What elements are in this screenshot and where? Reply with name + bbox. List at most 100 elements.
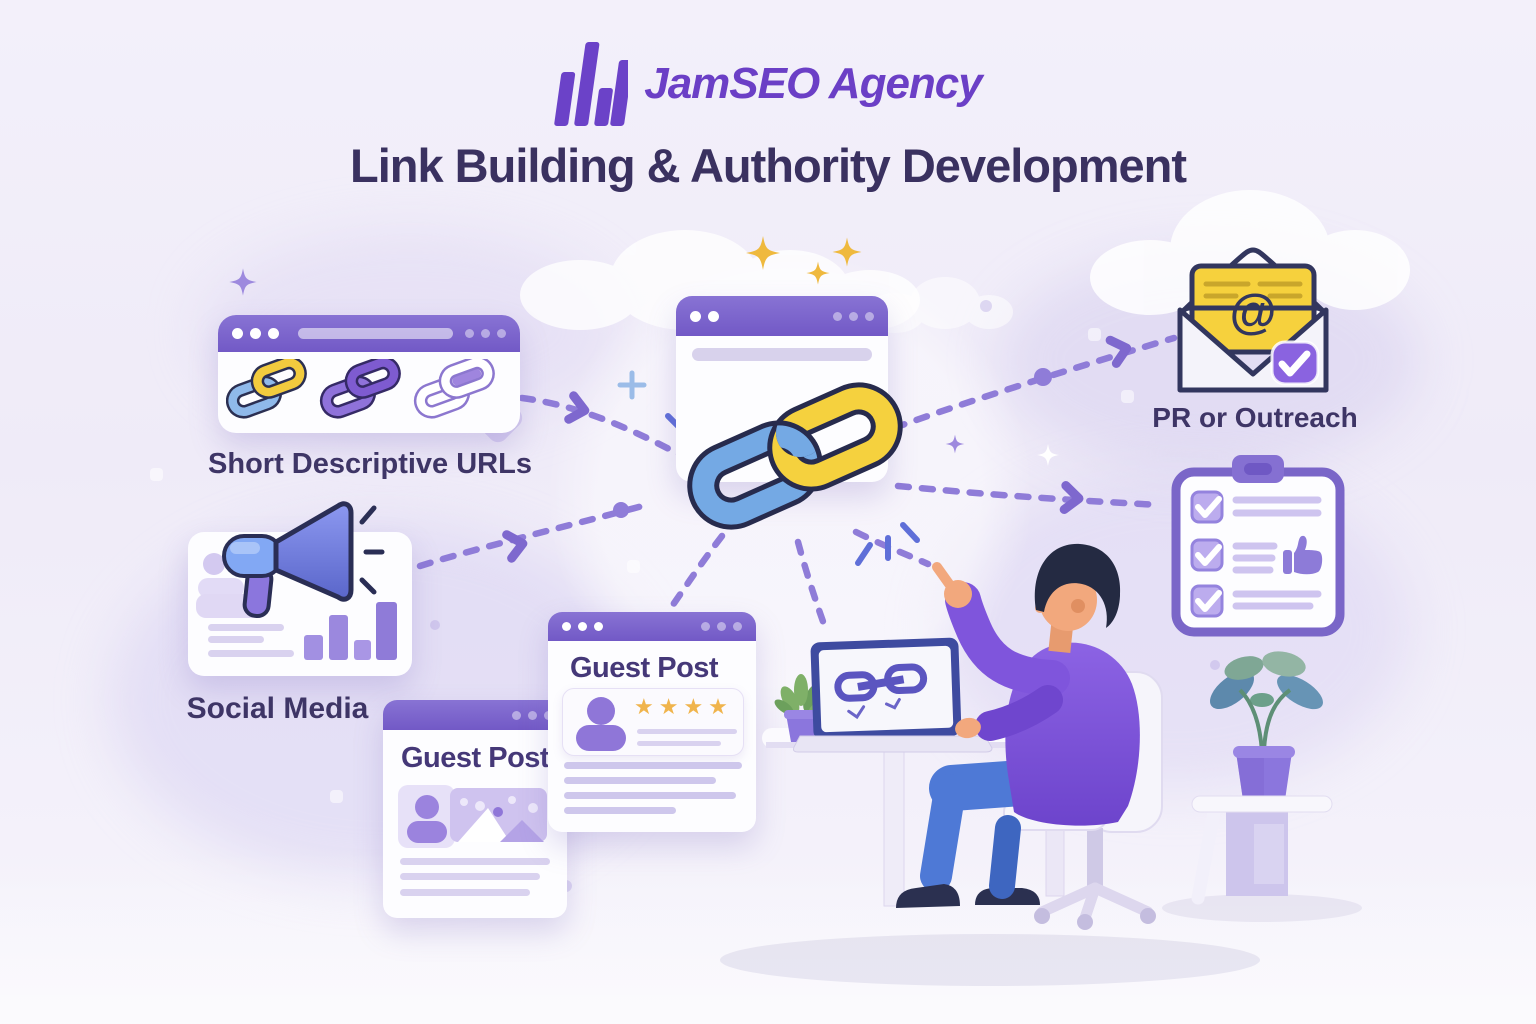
at-symbol: @ <box>1230 286 1277 339</box>
side-table-plant <box>1191 651 1333 905</box>
placeholder-line <box>208 624 284 631</box>
ear <box>1071 599 1085 613</box>
browser-titlebar <box>676 296 888 336</box>
short-urls-label: Short Descriptive URLs <box>208 448 532 480</box>
header-logo: JamSEO Agency <box>0 40 1536 128</box>
guest-post-title: Guest Post <box>570 652 719 684</box>
confetti-speck <box>150 468 163 481</box>
guest-post-card-left: Guest Post <box>383 700 567 918</box>
window-dot-icon <box>865 311 874 321</box>
pointing-finger <box>932 562 957 593</box>
placeholder-line <box>637 729 737 734</box>
social-media-label: Social Media <box>186 692 369 725</box>
window-dot-icon <box>528 710 537 720</box>
chain-link-icon <box>319 359 401 419</box>
check-badge-icon <box>1270 340 1320 386</box>
pr-outreach-label: PR or Outreach <box>1152 402 1358 433</box>
rating-stars: ★★★★ <box>634 694 733 719</box>
laptop-base <box>793 735 993 753</box>
connector-laptop <box>794 538 830 634</box>
arrow-chevron-icon <box>1059 481 1084 514</box>
arrow-chevron-icon <box>564 391 590 424</box>
floor-shadow <box>720 934 1260 986</box>
plant-leaves <box>1210 651 1323 710</box>
placeholder-line <box>564 807 676 814</box>
confetti-dot <box>430 620 440 630</box>
page-title: Link Building & Authority Development <box>350 139 1187 192</box>
social-media-card <box>188 501 412 676</box>
short-urls-card <box>218 315 520 433</box>
window-dot-icon <box>232 328 243 339</box>
placeholder-line <box>564 792 736 799</box>
browser-titlebar <box>548 612 756 641</box>
forearm <box>975 685 1063 741</box>
desk-plant-icon <box>774 674 828 742</box>
placeholder-line <box>208 636 264 643</box>
window-dot-icon <box>833 311 842 321</box>
browser-titlebar <box>218 315 520 352</box>
address-bar <box>298 328 453 339</box>
placeholder-line <box>564 762 742 769</box>
avatar-tile <box>398 785 455 848</box>
logo-text: JamSEO Agency <box>644 59 983 108</box>
hand <box>955 717 981 739</box>
connector-checklist <box>894 482 1164 509</box>
window-dot-icon <box>594 622 603 631</box>
connector-outreach <box>890 334 1178 432</box>
window-dot-icon <box>512 710 521 720</box>
bar-chart-icon <box>304 600 404 660</box>
placeholder-line <box>564 777 716 784</box>
confetti-dot <box>980 300 992 312</box>
confetti-speck <box>1121 390 1134 403</box>
confetti-speck <box>1088 328 1101 341</box>
guest-post-title: Guest Post <box>401 742 550 774</box>
person-at-desk <box>896 543 1140 908</box>
window-dot-icon <box>708 310 719 322</box>
chain-links-row-icon <box>226 359 495 419</box>
window-dot-icon <box>481 329 490 338</box>
window-dot-icon <box>497 329 506 338</box>
connector-hand <box>852 528 932 568</box>
window-dot-icon <box>562 622 571 631</box>
review-box <box>562 688 744 756</box>
avatar-icon <box>203 553 225 575</box>
chain-link-icon <box>413 359 495 419</box>
window-dot-icon <box>578 622 587 631</box>
window-dot-icon <box>717 622 726 631</box>
arrow-chevron-icon <box>502 530 528 563</box>
logo-bars-icon <box>554 42 629 126</box>
confetti-dot <box>1210 660 1220 670</box>
placeholder-line <box>637 741 721 746</box>
placeholder-line <box>400 858 550 865</box>
thumbs-up-icon <box>1283 535 1323 575</box>
connector-bead <box>613 502 629 518</box>
window-dot-icon <box>250 328 261 339</box>
window-dot-icon <box>849 311 858 321</box>
arrow-chevron-icon <box>1105 335 1132 368</box>
sparkle-star-icon <box>229 268 1060 467</box>
window-dot-icon <box>690 310 701 322</box>
window-dot-icon <box>733 622 742 631</box>
avatar-body <box>198 578 244 598</box>
shoe <box>896 884 960 908</box>
floor-shadow <box>1162 894 1362 922</box>
connector-bead <box>1034 368 1052 386</box>
window-dot-icon <box>268 328 279 339</box>
checklist-rows <box>1190 490 1322 618</box>
megaphone-icon <box>222 501 385 619</box>
placeholder-line <box>400 889 530 896</box>
guest-post-card-right: Guest Post ★★★★ <box>548 612 756 832</box>
sparkle-star-icon <box>746 236 862 285</box>
placeholder-line <box>400 873 540 880</box>
laptop <box>810 637 962 741</box>
avatar-icon <box>415 795 439 819</box>
avatar-icon <box>587 697 615 725</box>
placeholder-line <box>208 650 294 657</box>
window-dot-icon <box>465 329 474 338</box>
connector-shorturls <box>518 394 690 462</box>
connector-guestpost <box>664 532 726 616</box>
